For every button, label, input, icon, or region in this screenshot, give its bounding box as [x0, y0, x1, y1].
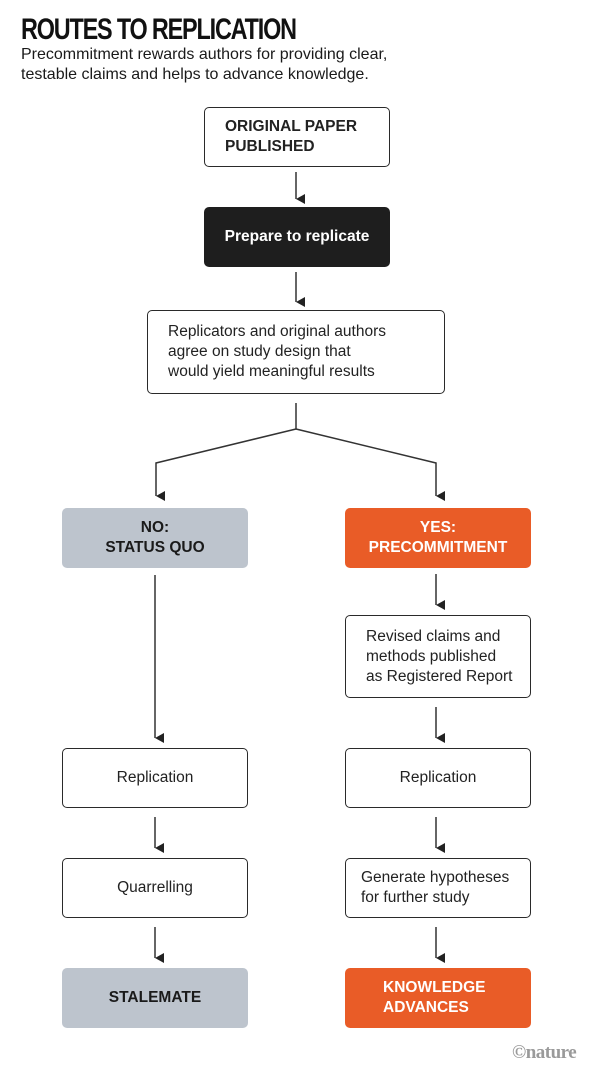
node-text: STALEMATE: [108, 989, 202, 1006]
node-quarrelling: Quarrelling: [62, 858, 248, 918]
node-text: for further study: [361, 889, 470, 906]
node-text: PUBLISHED: [225, 138, 315, 155]
node-yes-precommitment: YES: PRECOMMITMENT: [345, 508, 531, 568]
node-text: NO:: [140, 519, 170, 536]
node-text: Replicators and original authors: [168, 323, 386, 340]
node-generate-hypotheses: Generate hypotheses for further study: [345, 858, 531, 918]
node-agree-design: Replicators and original authors agree o…: [147, 310, 445, 394]
node-text: ORIGINAL PAPER: [225, 118, 358, 135]
node-registered-report: Revised claims and methods published as …: [345, 615, 531, 698]
node-stalemate: STALEMATE: [62, 968, 248, 1028]
nature-logo: ©nature: [512, 1042, 577, 1063]
node-original-paper: ORIGINAL PAPER PUBLISHED: [204, 107, 390, 167]
node-text: as Registered Report: [366, 667, 513, 685]
node-text: STATUS QUO: [105, 539, 205, 556]
node-text: Quarrelling: [117, 879, 193, 896]
subtitle-line: Precommitment rewards authors for provid…: [21, 46, 388, 63]
branch-left: [155, 428, 297, 501]
figure-subtitle: Precommitment rewards authors for provid…: [21, 45, 581, 85]
node-text: Revised claims and: [366, 627, 501, 645]
node-text: PRECOMMITMENT: [368, 539, 508, 556]
node-text: Generate hypotheses: [361, 869, 510, 886]
node-text: agree on study design that: [168, 343, 351, 360]
figure-title: ROUTES TO REPLICATION: [21, 13, 297, 46]
node-knowledge-advances: KNOWLEDGE ADVANCES: [345, 968, 531, 1028]
node-left-replication: Replication: [62, 748, 248, 808]
node-text: would yield meaningful results: [168, 363, 375, 380]
node-text: KNOWLEDGE: [383, 979, 486, 996]
node-text: Replication: [399, 769, 477, 786]
node-prepare: Prepare to replicate: [204, 207, 390, 267]
branch-right: [295, 428, 445, 501]
node-text: methods published: [366, 647, 497, 665]
node-text: ADVANCES: [383, 999, 469, 1016]
node-no-status-quo: NO: STATUS QUO: [62, 508, 248, 568]
node-right-replication: Replication: [345, 748, 531, 808]
node-text: Replication: [116, 769, 194, 786]
node-text: YES:: [419, 519, 457, 536]
subtitle-line: testable claims and helps to advance kno…: [21, 66, 369, 83]
node-text: Prepare to replicate: [224, 228, 370, 245]
